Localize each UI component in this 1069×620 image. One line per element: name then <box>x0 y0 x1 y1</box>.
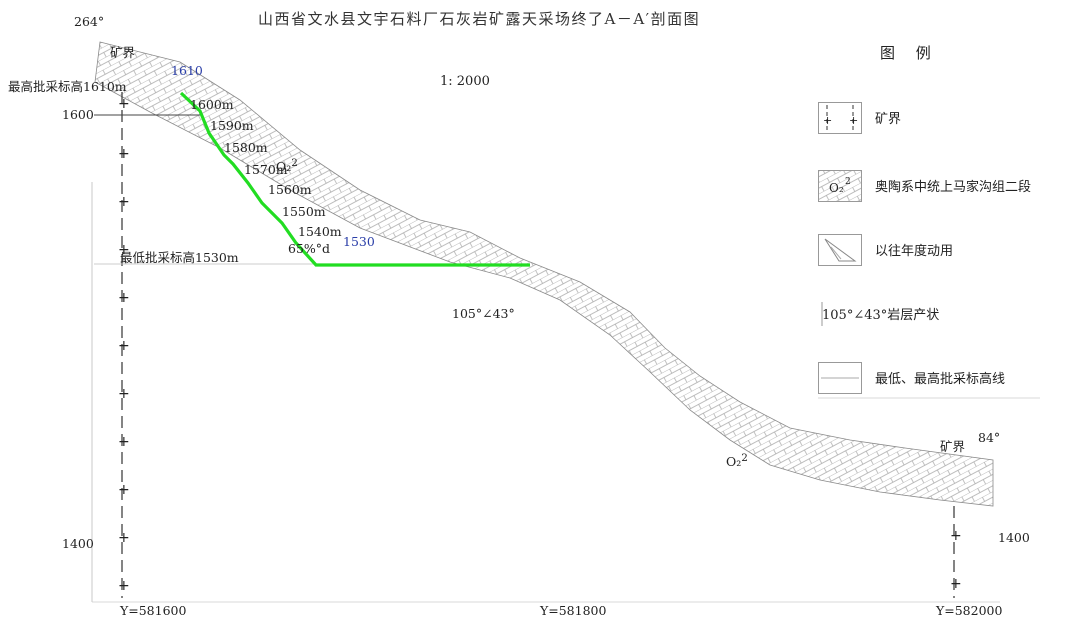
bench-1550-label: 1550m <box>282 204 326 219</box>
coord-mid-label: Y=581800 <box>540 603 607 618</box>
svg-text:O₂: O₂ <box>829 181 844 195</box>
boundary-plus-marker: + <box>118 146 130 162</box>
bench-1600-label: 1600m <box>190 97 234 112</box>
bench-1560-label: 1560m <box>268 182 312 197</box>
svg-text:+: + <box>823 114 832 127</box>
min-elevation-label: 最低批采标高1530m <box>120 250 239 265</box>
formation-label-upper: O₂2 <box>276 157 298 175</box>
formation-label-lower: O₂2 <box>726 452 748 470</box>
boundary-plus-marker: + <box>118 434 130 450</box>
boundary-plus-marker: + <box>118 290 130 306</box>
boundary-plus-marker: + <box>118 338 130 354</box>
boundary-plus-marker: + <box>118 530 130 546</box>
elevation-1600-label: 1600 <box>62 107 94 122</box>
limestone-layer <box>94 41 994 507</box>
coord-left-label: Y=581600 <box>120 603 187 618</box>
boundary-icon: ++ <box>818 102 862 134</box>
left-boundary-label: 矿界 <box>110 45 136 60</box>
bench-1540-label: 1540m <box>298 224 342 239</box>
boundary-plus-marker: + <box>118 96 130 112</box>
coord-right-label: Y=582000 <box>936 603 1003 618</box>
slope-angle-label: 65%°d <box>288 241 331 256</box>
svg-text:+: + <box>849 114 858 127</box>
bottom-elevation-marker: 1530 <box>343 234 375 249</box>
bench-1590-label: 1590m <box>210 118 254 133</box>
legend-label-elevation-line: 最低、最高批采标高线 <box>875 372 1006 387</box>
mined-area-icon <box>818 234 862 266</box>
boundary-plus-marker: + <box>950 528 962 544</box>
legend-label-attitude: 105°∠43°岩层产状 <box>822 308 940 323</box>
elevation-line-icon <box>818 362 862 394</box>
scale-label: 1: 2000 <box>440 74 490 89</box>
final-pit-line <box>179 91 530 267</box>
page-title: 山西省文水县文宇石料厂石灰岩矿露天采场终了A－A′剖面图 <box>258 10 701 28</box>
attitude-icon <box>818 298 860 328</box>
boundary-plus-marker: + <box>118 194 130 210</box>
legend-label-formation: 奥陶系中统上马家沟组二段 <box>875 180 1032 195</box>
right-boundary-label: 矿界 <box>940 439 966 454</box>
legend-label-boundary: 矿界 <box>875 112 902 127</box>
boundary-plus-marker: + <box>118 242 130 258</box>
legend-label-mined: 以往年度动用 <box>875 244 954 259</box>
legend-title: 图 例 <box>880 44 939 62</box>
boundary-plus-marker: + <box>118 482 130 498</box>
elevation-1400-left-label: 1400 <box>62 536 94 551</box>
right-azimuth-label: 84° <box>978 430 1001 445</box>
elevation-1400-right-label: 1400 <box>998 530 1030 545</box>
boundary-plus-marker: + <box>950 576 962 592</box>
max-elevation-label: 最高批采标高1610m <box>8 79 127 94</box>
boundary-plus-marker: + <box>118 386 130 402</box>
left-azimuth-label: 264° <box>74 14 105 29</box>
top-elevation-marker: 1610 <box>171 63 203 78</box>
svg-text:2: 2 <box>845 177 851 187</box>
attitude-label: 105°∠43° <box>452 306 515 321</box>
boundary-plus-marker: + <box>118 578 130 594</box>
bench-1580-label: 1580m <box>224 140 268 155</box>
bench-1570-label: 1570m <box>244 162 288 177</box>
